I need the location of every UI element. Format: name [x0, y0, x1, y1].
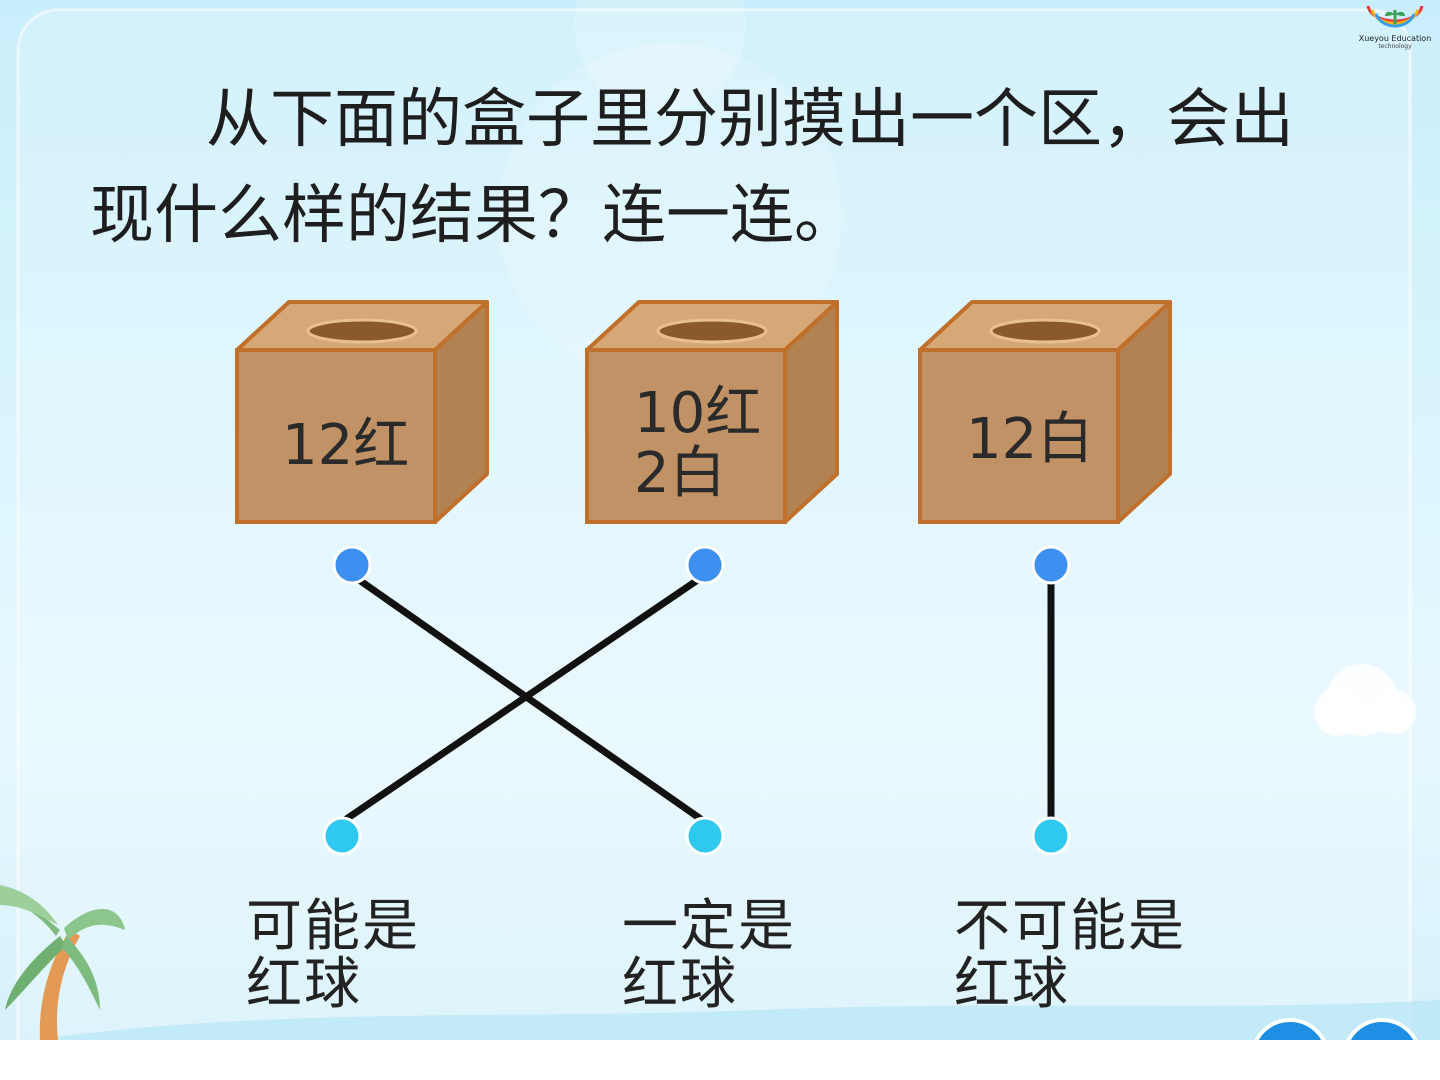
box-1-label: 12红 — [282, 413, 410, 478]
nav-buttons-partial — [1252, 1018, 1420, 1040]
slide: Xueyou Education technology 从下面的盒子里分别摸出一… — [0, 0, 1440, 1040]
option-2-label-line2: 红球 — [622, 952, 738, 1017]
logo-name: Xueyou Education — [1358, 34, 1432, 43]
bottom-wave — [0, 1000, 1440, 1040]
background-sun-small — [574, 0, 746, 111]
cloud-decoration — [1314, 664, 1416, 736]
option-2-connector-dot[interactable] — [685, 816, 725, 856]
option-3-label-line2: 红球 — [954, 952, 1070, 1017]
connection-line-2 — [340, 572, 707, 825]
box-3-label: 12白 — [966, 407, 1094, 472]
box-2-label-line1: 10红 — [634, 381, 762, 446]
box-1 — [235, 300, 489, 524]
content-panel — [16, 8, 1412, 1040]
box-2-connector-dot[interactable] — [685, 545, 725, 585]
box-front-face — [918, 348, 1120, 524]
bottom-margin — [0, 1040, 1440, 1080]
logo-icon — [1366, 5, 1424, 28]
option-1-label-line2: 红球 — [246, 952, 362, 1017]
box-2-label-line2: 2白 — [634, 441, 726, 506]
option-2-label-line1: 一定是 — [622, 894, 796, 959]
box-3 — [918, 300, 1172, 524]
box-front-face — [585, 348, 787, 524]
box-hole — [989, 318, 1101, 344]
box-hole — [656, 318, 768, 344]
option-1-connector-dot[interactable] — [322, 816, 362, 856]
question-text: 从下面的盒子里分别摸出一个区，会出现什么样的结果？连一连。 — [90, 83, 1294, 253]
option-1-label-line1: 可能是 — [246, 894, 420, 959]
slide-artwork — [0, 0, 1440, 1040]
box-front-face — [235, 348, 437, 524]
logo-tagline: technology — [1378, 43, 1412, 50]
option-3-connector-dot[interactable] — [1031, 816, 1071, 856]
xueyou-logo: Xueyou Education technology — [1352, 0, 1438, 56]
palm-tree-decoration — [0, 885, 125, 1040]
option-3-label-line1: 不可能是 — [954, 894, 1186, 959]
prev-nav-button[interactable] — [1252, 1018, 1328, 1040]
next-nav-button[interactable] — [1344, 1018, 1420, 1040]
box-hole — [306, 318, 418, 344]
box-2 — [585, 300, 839, 524]
box-3-connector-dot[interactable] — [1031, 545, 1071, 585]
box-1-connector-dot[interactable] — [332, 545, 372, 585]
